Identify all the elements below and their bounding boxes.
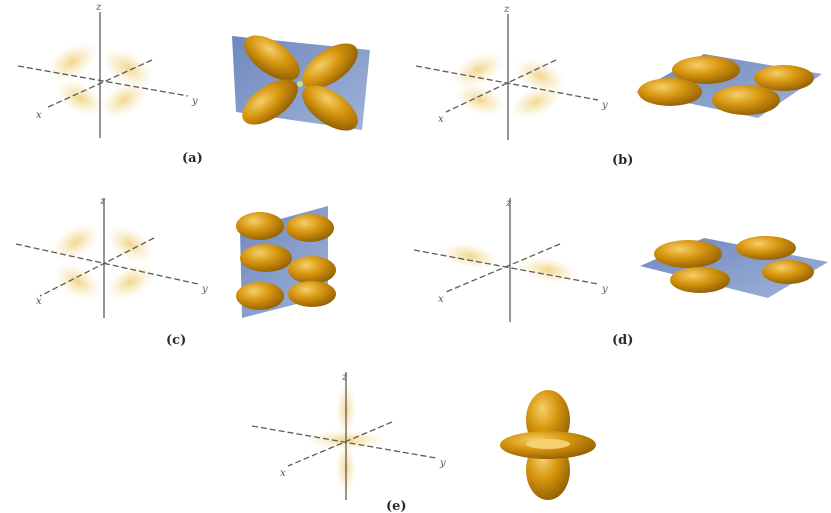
- torus-e-hole: [526, 439, 570, 449]
- lobe-b-4: [712, 85, 780, 115]
- z-axis-label-e: z: [341, 372, 348, 383]
- lobe-c-3: [240, 244, 292, 272]
- orbital-model-d: [640, 236, 828, 298]
- axes-e: z x y: [252, 372, 446, 500]
- caption-a: (a): [182, 151, 203, 166]
- lobe-c-4: [288, 256, 336, 284]
- axes-c: z x y: [16, 196, 208, 318]
- orbital-model-c: [236, 206, 336, 318]
- lobe-c-2: [286, 214, 334, 242]
- x-axis-label-d: x: [438, 294, 444, 305]
- caption-d: (d): [612, 333, 633, 348]
- z-axis-label-c: z: [99, 196, 106, 207]
- lobe-c-5: [236, 282, 284, 310]
- lobe-d-2: [736, 236, 796, 260]
- lobe-c-1: [236, 212, 284, 240]
- caption-e: (e): [386, 499, 407, 513]
- z-axis-label-a: z: [95, 2, 102, 13]
- caption-c: (c): [166, 333, 186, 348]
- lobe-c-6: [288, 281, 336, 307]
- axes-d: z x y: [414, 198, 608, 322]
- orbital-model-a: [232, 27, 370, 140]
- y-axis-label-c: y: [201, 284, 208, 295]
- lobe-d-1: [654, 240, 722, 268]
- x-axis-label-b: x: [438, 114, 444, 125]
- axes-a: z x y: [18, 2, 198, 138]
- y-axis-label-b: y: [601, 100, 608, 111]
- z-axis-label-b: z: [503, 4, 510, 15]
- caption-b: (b): [612, 153, 633, 168]
- y-axis-label-d: y: [601, 284, 608, 295]
- x-axis-label-e: x: [280, 468, 286, 479]
- panel-b: z x y (b): [416, 4, 822, 168]
- panel-d: z x y (d): [414, 198, 828, 348]
- panel-a: z x y (a): [18, 2, 370, 166]
- cloud-c: [46, 216, 160, 308]
- panel-e: z x y (e): [252, 372, 596, 513]
- axes-b: z x y: [416, 4, 608, 140]
- z-axis-label-d: z: [505, 198, 512, 209]
- y-axis-label-a: y: [191, 96, 198, 107]
- x-axis-label-a: x: [36, 110, 42, 121]
- orbital-model-e: [500, 390, 596, 500]
- lobe-b-3: [638, 78, 702, 106]
- lobe-d-4: [762, 260, 814, 284]
- cloud-d: [438, 239, 579, 287]
- panel-c: z x y (c): [16, 196, 336, 348]
- cloud-b: [446, 45, 571, 124]
- y-axis-label-e: y: [439, 458, 446, 469]
- lobe-d-3: [670, 267, 730, 293]
- orbital-model-b: [636, 54, 822, 118]
- x-axis-label-c: x: [36, 296, 42, 307]
